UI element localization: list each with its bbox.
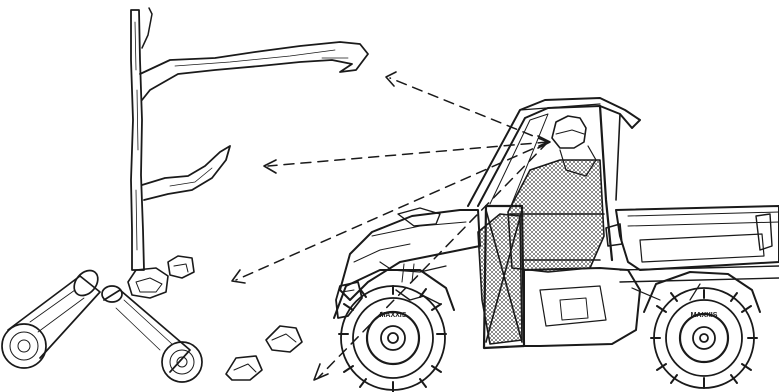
rocks: [128, 256, 302, 380]
fallen-logs: [2, 266, 202, 382]
tree: [131, 8, 368, 270]
rock-1: [128, 268, 168, 298]
rear-tire-lettering: MAXXIS: [691, 312, 718, 319]
rear-wheel: MAXXIS: [651, 288, 757, 388]
log-left: [2, 266, 103, 368]
low-branch: [142, 146, 230, 200]
utility-vehicle: [336, 98, 779, 348]
arrow-head-4: [314, 364, 328, 380]
body-panel: [524, 268, 640, 346]
overhanging-branch: [140, 42, 368, 100]
front-tire-lettering: MAXXIS: [380, 312, 407, 319]
log-right: [102, 286, 202, 382]
rock-4: [226, 356, 262, 380]
rock-3: [266, 326, 302, 352]
driver-helmet: [552, 116, 586, 148]
arrow-head-1: [386, 72, 396, 86]
rock-2: [168, 256, 194, 278]
